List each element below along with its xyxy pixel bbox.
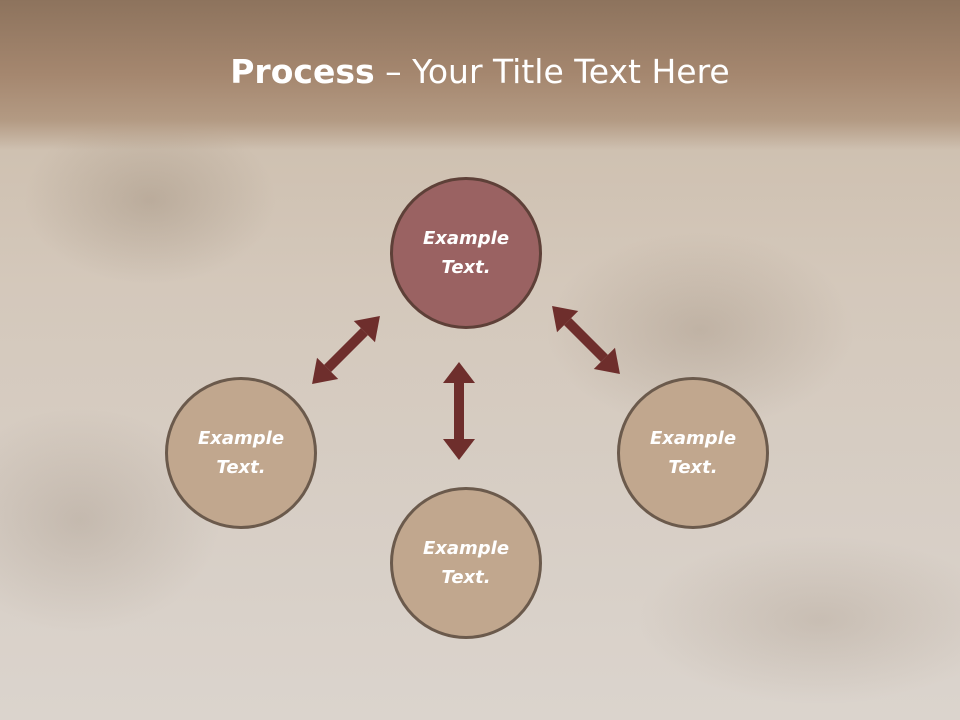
node-bottom-label: Example Text. (422, 538, 510, 588)
node-bottom: Example Text. (390, 487, 542, 639)
slide-title: Process – Your Title Text Here (0, 52, 960, 91)
node-left-label: Example Text. (197, 428, 285, 478)
node-right: Example Text. (617, 377, 769, 529)
arrow-top-to-bottom (443, 362, 475, 460)
arrow-top-to-right (552, 306, 620, 374)
node-left: Example Text. (165, 377, 317, 529)
node-right-label: Example Text. (649, 428, 737, 478)
node-top-label: Example Text. (422, 228, 510, 278)
title-bar (0, 0, 960, 150)
node-top: Example Text. (390, 177, 542, 329)
arrow-top-to-left (312, 316, 380, 384)
title-rest: – Your Title Text Here (374, 52, 730, 91)
title-bold: Process (230, 52, 375, 91)
